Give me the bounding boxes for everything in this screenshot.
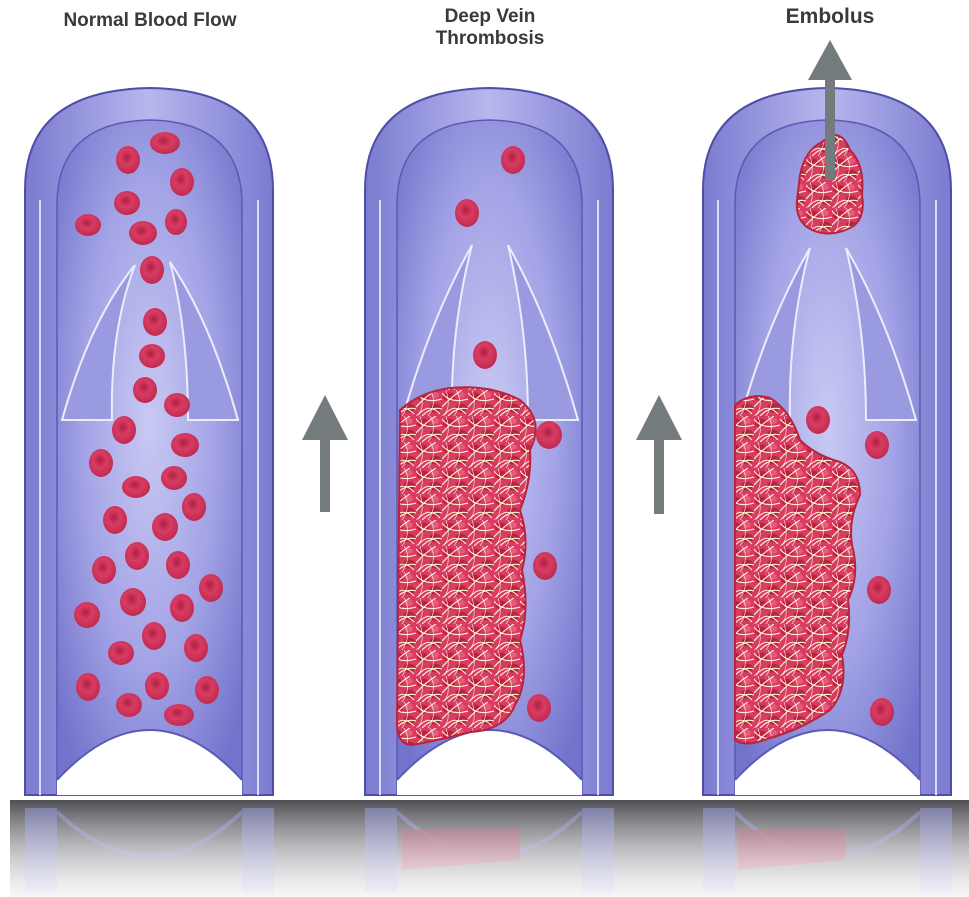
- label-text: Normal Blood Flow: [63, 10, 236, 31]
- up-arrow-icon: [636, 395, 682, 514]
- label-embolus: Embolus: [740, 6, 920, 28]
- label-deep-vein-thrombosis: Deep Vein Thrombosis: [380, 6, 600, 50]
- label-normal-blood-flow: Normal Blood Flow: [30, 10, 270, 32]
- label-text: Embolus: [786, 5, 875, 28]
- vein-normal: [25, 88, 273, 795]
- label-text-line1: Deep Vein: [380, 6, 600, 28]
- up-arrow-icon: [302, 395, 348, 512]
- label-text-line2: Thrombosis: [380, 28, 600, 50]
- thrombus: [397, 387, 536, 745]
- vein-thrombosis: [365, 88, 613, 795]
- vein-embolus: [703, 40, 951, 795]
